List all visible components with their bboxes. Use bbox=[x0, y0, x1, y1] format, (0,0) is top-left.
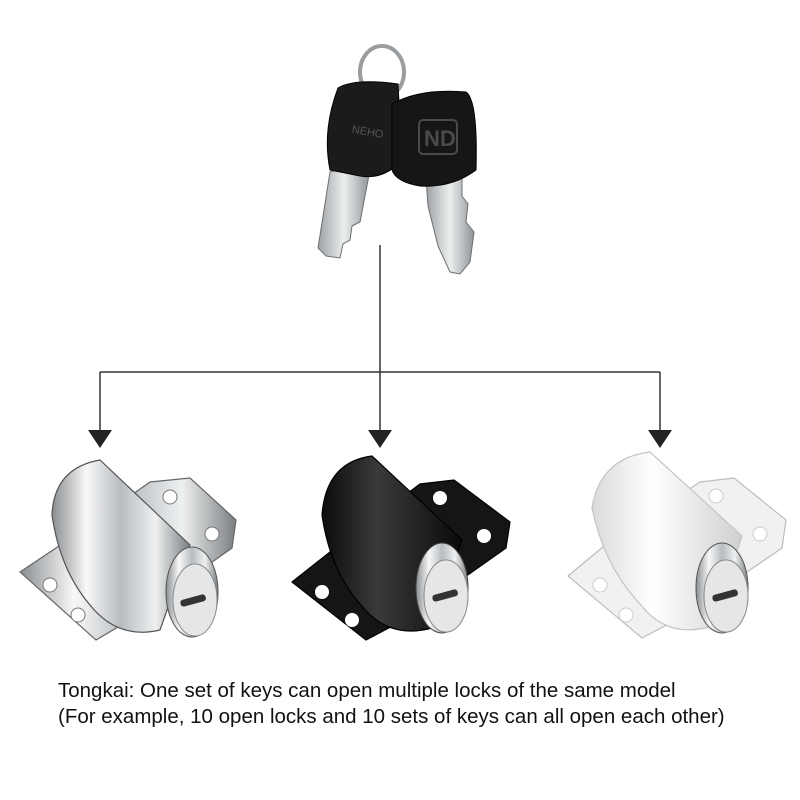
nd-logo-icon bbox=[418, 119, 458, 155]
keyhole-icon bbox=[712, 589, 738, 602]
key-head-right bbox=[391, 90, 477, 187]
key-blade-left bbox=[317, 167, 371, 259]
keys-group: NEHO ND bbox=[317, 44, 477, 275]
lock-chrome bbox=[19, 459, 237, 641]
lock-black bbox=[291, 455, 511, 641]
caption-line-2: (For example, 10 open locks and 10 sets … bbox=[58, 705, 725, 728]
keyhole-icon bbox=[432, 589, 458, 602]
lock-white bbox=[567, 451, 787, 639]
key-blade-right bbox=[425, 175, 475, 275]
key-brand-mark: ND bbox=[424, 126, 456, 151]
connector-diagram bbox=[99, 245, 661, 432]
arrow-down-icon bbox=[368, 430, 392, 448]
arrowheads bbox=[88, 430, 672, 448]
lock-body bbox=[51, 459, 191, 633]
key-head-left bbox=[326, 81, 403, 178]
key-fob-label: NEHO bbox=[351, 124, 385, 141]
arrow-down-icon bbox=[88, 430, 112, 448]
keyhole-icon bbox=[180, 594, 206, 607]
arrow-down-icon bbox=[648, 430, 672, 448]
caption-text: Tongkai: One set of keys can open multip… bbox=[58, 678, 758, 730]
caption-line-1: Tongkai: One set of keys can open multip… bbox=[58, 679, 676, 702]
